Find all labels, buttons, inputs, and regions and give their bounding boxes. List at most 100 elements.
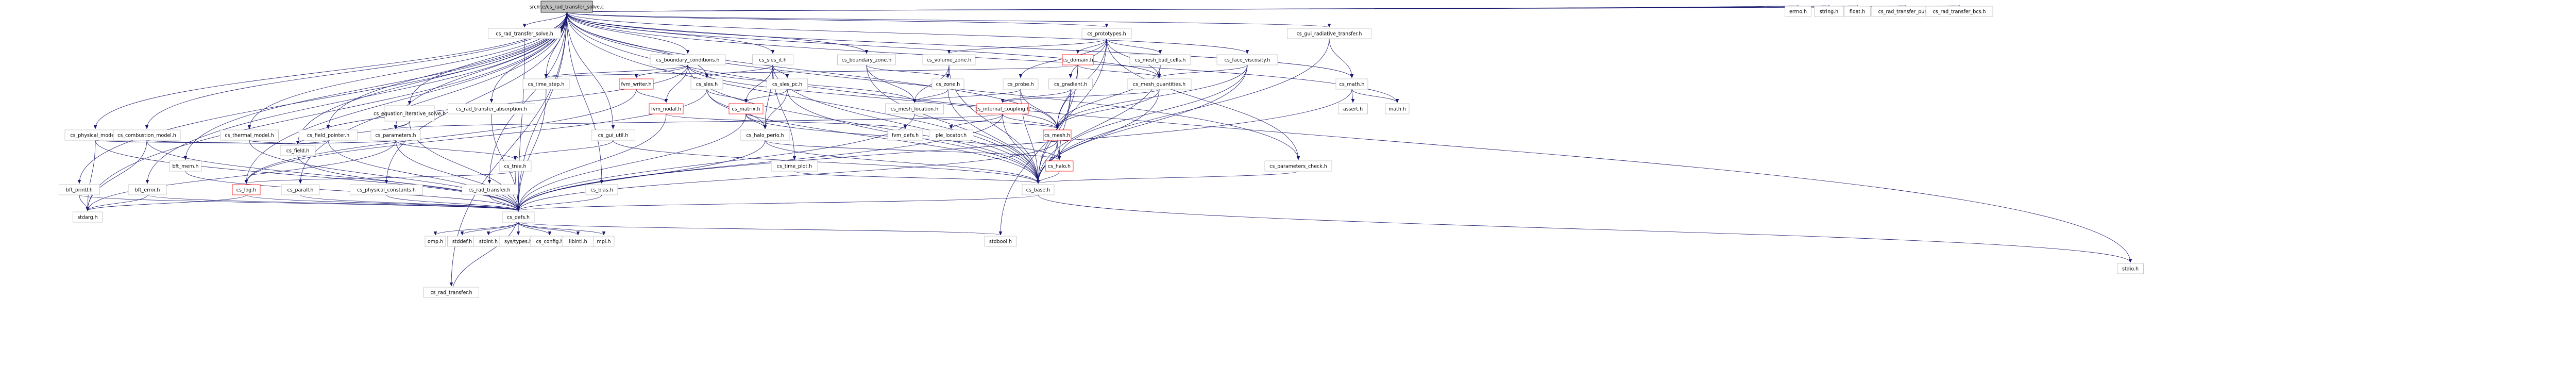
node-probe[interactable]: cs_probe.h (1003, 78, 1039, 90)
node-float[interactable]: float.h (1844, 6, 1871, 17)
node-gui[interactable]: cs_gui_radiative_transfer.h (1287, 28, 1371, 39)
node-rtransfer[interactable]: cs_rad_transfer.h (462, 184, 517, 195)
node-rtabs[interactable]: cs_rad_transfer_absorption.h (448, 103, 535, 114)
edge-params-to-stdarg (88, 140, 396, 211)
node-params[interactable]: cs_parameters.h (370, 129, 421, 141)
node-stdio[interactable]: stdio.h (2117, 263, 2144, 274)
node-label-meshloc: cs_mesh_location.h (891, 107, 938, 112)
node-box-gradient (1048, 78, 1093, 90)
edge-base-to-defs (518, 194, 1039, 211)
node-haloperio[interactable]: cs_halo_perio.h (740, 129, 790, 141)
node-facevisc[interactable]: cs_face_viscosity.h (1216, 54, 1278, 65)
node-gradient[interactable]: cs_gradient.h (1048, 78, 1093, 90)
node-paramcheck[interactable]: cs_parameters_check.h (1264, 160, 1332, 172)
node-bzone[interactable]: cs_boundary_zone.h (837, 54, 896, 65)
node-log[interactable]: cs_log.h (232, 184, 261, 195)
node-box-fieldpointer (299, 129, 358, 141)
edge-physmodel-to-defs (95, 140, 518, 211)
node-meshloc[interactable]: cs_mesh_location.h (885, 103, 944, 114)
node-mathh[interactable]: math.h (1385, 103, 1410, 114)
node-timeplot[interactable]: cs_time_plot.h (771, 160, 818, 172)
edge-gnuutil-to-base (613, 140, 1038, 184)
node-gnuutil[interactable]: cs_gui_util.h (591, 129, 635, 141)
node-omp[interactable]: omp.h (425, 236, 446, 247)
node-physconst[interactable]: cs_physical_constants.h (350, 184, 423, 195)
edge-domain-to-mesh (1057, 64, 1078, 129)
node-math[interactable]: cs_math.h (1335, 78, 1368, 90)
node-box-gnuutil (591, 129, 635, 141)
edge-intcoupling-to-defs (518, 113, 1003, 211)
node-halo[interactable]: cs_halo.h (1045, 160, 1074, 172)
node-label-base: cs_base.h (1026, 188, 1050, 193)
node-stdbool[interactable]: stdbool.h (984, 236, 1017, 247)
node-label-meshq: cs_mesh_quantities.h (1133, 82, 1185, 88)
node-bfterror[interactable]: bft_error.h (128, 184, 167, 195)
edge-math-to-mathh (1351, 89, 1397, 103)
node-label-log: cs_log.h (236, 188, 256, 193)
node-label-defs: cs_defs.h (507, 215, 530, 221)
node-label-libintl: libintl.h (569, 239, 587, 245)
node-prototypes[interactable]: cs_prototypes.h (1081, 28, 1132, 39)
node-box-paramcheck (1264, 160, 1332, 172)
edge-fieldpointer-to-defs (328, 140, 518, 211)
edge-root-to-stdio (566, 12, 2130, 262)
node-matrix[interactable]: cs_matrix.h (728, 103, 764, 114)
node-string[interactable]: string.h (1814, 6, 1844, 17)
edge-root-to-errno (566, 5, 1798, 13)
node-fvmdefs[interactable]: fvm_defs.h (887, 129, 923, 141)
node-eqit[interactable]: cs_equation_iterative_solve.h (374, 105, 446, 122)
node-sles_it[interactable]: cs_sles_it.h (752, 54, 793, 65)
node-blas[interactable]: cs_blas.h (585, 184, 618, 195)
node-meshbadcells[interactable]: cs_mesh_bad_cells.h (1129, 54, 1191, 65)
node-domain[interactable]: cs_domain.h (1062, 54, 1094, 65)
node-zone[interactable]: cs_zone.h (931, 78, 964, 90)
node-stddef[interactable]: stddef.h (447, 236, 477, 247)
node-bftprintf[interactable]: bft_printf.h (59, 184, 100, 195)
node-fvmnodal[interactable]: fvm_nodal.h (649, 103, 684, 114)
node-rtbcs[interactable]: cs_rad_transfer_bcs.h (1925, 6, 1993, 17)
node-rtmod[interactable]: cs_rad_transfer.h (423, 287, 479, 298)
node-box-rtransfer (462, 184, 517, 195)
node-errno[interactable]: errno.h (1785, 6, 1811, 17)
node-thermal[interactable]: cs_thermal_model.h (220, 129, 279, 141)
node-stdint[interactable]: stdint.h (473, 236, 503, 247)
node-label-bc: cs_boundary_conditions.h (656, 58, 720, 63)
node-fieldpointer[interactable]: cs_field_pointer.h (299, 129, 358, 141)
node-base[interactable]: cs_base.h (1022, 184, 1055, 195)
node-meshq[interactable]: cs_mesh_quantities.h (1127, 78, 1192, 90)
node-slespc[interactable]: cs_sles_pc.h (767, 78, 808, 90)
node-fvmwriter[interactable]: fvm_writer.h (619, 78, 654, 90)
edge-meshloc-to-defs (518, 113, 915, 211)
edge-paramcheck-to-base (1038, 171, 1299, 184)
node-timestep[interactable]: cs_time_step.h (522, 78, 570, 90)
node-sles[interactable]: cs_sles.h (690, 78, 723, 90)
edge-halo-to-base (1038, 171, 1060, 184)
node-box-errno (1785, 6, 1811, 17)
node-root[interactable]: src/rte/cs_rad_transfer_solve.c (530, 1, 604, 13)
node-parall[interactable]: cs_parall.h (281, 184, 320, 195)
node-bc[interactable]: cs_boundary_conditions.h (650, 54, 726, 65)
node-box-root (540, 1, 593, 13)
node-libintl[interactable]: libintl.h (562, 236, 595, 247)
node-combmodel[interactable]: cs_combustion_model.h (113, 129, 181, 141)
node-stdarg[interactable]: stdarg.h (73, 211, 103, 223)
node-mesh[interactable]: cs_mesh.h (1043, 129, 1072, 141)
node-defs[interactable]: cs_defs.h (502, 211, 535, 223)
edge-intcoupling-to-base (1002, 113, 1038, 184)
node-pmelocator[interactable]: ple_locator.h (929, 129, 973, 141)
edge-root-to-defs (518, 12, 567, 211)
node-intcoupling[interactable]: cs_internal_coupling.h (975, 103, 1030, 114)
edge-prototypes-to-vzone (949, 38, 1107, 54)
node-vzone[interactable]: cs_volume_zone.h (922, 54, 976, 65)
node-mpi[interactable]: mpi.h (593, 236, 615, 247)
node-box-float (1844, 6, 1871, 17)
node-rts[interactable]: cs_rad_transfer_solve.h (488, 28, 561, 39)
edge-root-to-sles_it (566, 12, 773, 54)
edge-defs-to-stddef (462, 222, 519, 235)
node-bftmem[interactable]: bft_mem.h (169, 160, 202, 172)
node-assert[interactable]: assert.h (1338, 103, 1368, 114)
node-tree[interactable]: cs_tree.h (499, 160, 532, 172)
node-box-pmelocator (929, 129, 973, 141)
node-field[interactable]: cs_field.h (280, 145, 316, 156)
edge-gui-to-base (1038, 38, 1330, 184)
